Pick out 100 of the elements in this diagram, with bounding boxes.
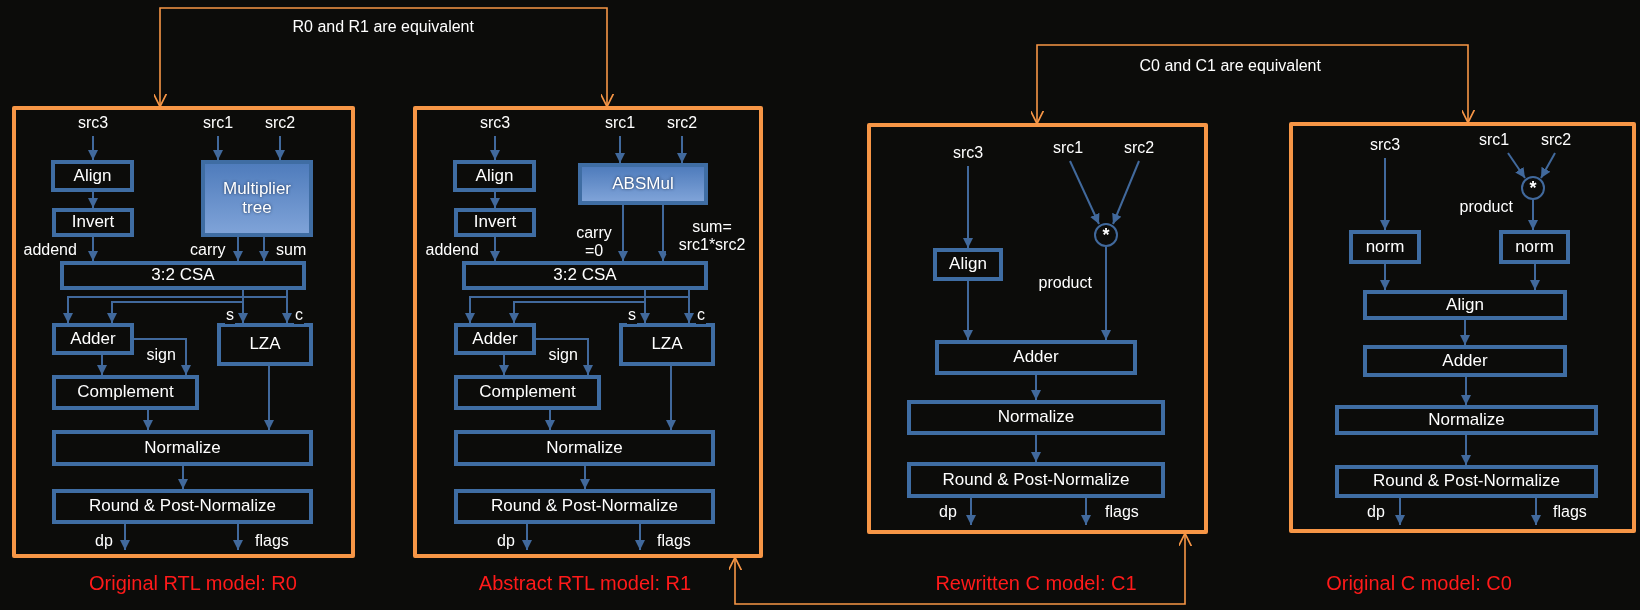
process-box	[60, 261, 306, 290]
signal-label: src2	[1534, 131, 1578, 153]
block-label: Multiplier tree	[222, 179, 292, 218]
block-label: Adder	[1441, 351, 1489, 371]
block-label: Adder	[471, 329, 519, 349]
arrow	[727, 532, 1193, 605]
arrow	[499, 354, 509, 376]
block-label: 3:2 CSA	[150, 266, 216, 285]
arrow	[275, 135, 285, 161]
arrow	[658, 204, 668, 262]
signal-label: src3	[70, 114, 116, 136]
edge-label: product	[1037, 274, 1093, 293]
block-label: Align	[948, 255, 988, 274]
arrow	[545, 409, 555, 431]
process-box	[1363, 290, 1567, 320]
process-box	[217, 323, 313, 366]
arrow	[963, 280, 973, 341]
process-box	[1349, 230, 1421, 264]
arrow	[666, 365, 676, 431]
block-label: ABSMul	[611, 174, 675, 194]
process-box	[52, 208, 134, 237]
edge-label: flags	[254, 532, 290, 551]
edge-label: dp	[496, 532, 516, 551]
multiplier-box	[578, 163, 708, 205]
arrow	[259, 236, 269, 262]
arrow	[490, 236, 500, 262]
process-box	[454, 208, 536, 237]
arrow	[88, 135, 98, 161]
arrow	[1031, 374, 1041, 401]
signal-label: src3	[945, 144, 991, 166]
arrow	[1528, 199, 1538, 231]
arrow	[684, 289, 694, 324]
edge-label: dp	[1366, 503, 1386, 522]
arrow	[1540, 152, 1556, 179]
process-box	[453, 160, 536, 192]
process-box	[907, 400, 1165, 435]
block-label: Round & Post-Normalize	[941, 470, 1131, 490]
multiply-circle	[1521, 176, 1545, 200]
multiply-circle	[1094, 223, 1118, 247]
arrow	[963, 165, 973, 249]
arrow	[152, 7, 615, 108]
block-label: Align	[474, 166, 515, 186]
process-box	[454, 323, 536, 355]
arrow	[1081, 497, 1091, 526]
arrow	[1507, 152, 1526, 179]
model-panel	[12, 106, 355, 558]
block-label: Normalize	[143, 438, 222, 458]
arrow	[522, 523, 532, 551]
block-label: Complement	[478, 383, 577, 402]
arrow	[640, 289, 650, 324]
process-box	[454, 489, 715, 524]
signal-label: src2	[660, 114, 704, 136]
block-label: norm	[1364, 237, 1406, 257]
edge-label: sign	[145, 346, 177, 365]
arrow	[233, 523, 243, 551]
block-label: Round & Post-Normalize	[1371, 472, 1562, 491]
process-box	[935, 340, 1137, 375]
operator-symbol: *	[1528, 177, 1538, 199]
block-label: Invert	[70, 213, 116, 232]
signal-label: src2	[258, 114, 302, 136]
operator-symbol: *	[1101, 224, 1111, 246]
signal-label: src2	[1117, 139, 1161, 161]
arrow	[238, 289, 248, 324]
arrow	[133, 338, 191, 376]
arrow	[233, 236, 243, 262]
edge-label: R0 and R1 are equivalent	[291, 18, 475, 37]
process-box	[52, 430, 313, 466]
process-box	[51, 160, 134, 192]
arrow	[1069, 160, 1100, 225]
panel-caption: Original C model: C0	[1325, 572, 1513, 595]
block-label: Adder	[1012, 348, 1060, 367]
block-label: Complement	[76, 383, 175, 402]
block-label: LZA	[248, 335, 282, 354]
process-box	[1335, 405, 1598, 435]
edge-label: flags	[1552, 503, 1588, 522]
edge-label: product	[1458, 198, 1514, 217]
process-box	[1499, 230, 1570, 264]
signal-label: src3	[1362, 136, 1408, 158]
process-box	[454, 375, 601, 410]
model-panel	[867, 123, 1208, 534]
process-box	[462, 261, 708, 290]
panel-caption: Rewritten C model: C1	[934, 572, 1138, 595]
arrow	[282, 289, 292, 324]
arrow	[490, 191, 500, 209]
process-box	[1363, 345, 1567, 377]
arrow	[1461, 376, 1471, 406]
process-box	[907, 462, 1165, 498]
arrow	[143, 409, 153, 431]
block-label: LZA	[650, 335, 684, 354]
block-label: 3:2 CSA	[552, 266, 618, 285]
process-box	[52, 323, 134, 355]
arrow	[88, 236, 98, 262]
arrow	[1380, 157, 1390, 231]
process-box	[52, 375, 199, 410]
arrow	[213, 135, 223, 161]
process-box	[1335, 465, 1598, 498]
panel-caption: Abstract RTL model: R1	[477, 572, 693, 595]
edge-label: dp	[938, 503, 958, 522]
edge-label: C0 and C1 are equivalent	[1138, 57, 1322, 76]
edge-label: dp	[94, 532, 114, 551]
